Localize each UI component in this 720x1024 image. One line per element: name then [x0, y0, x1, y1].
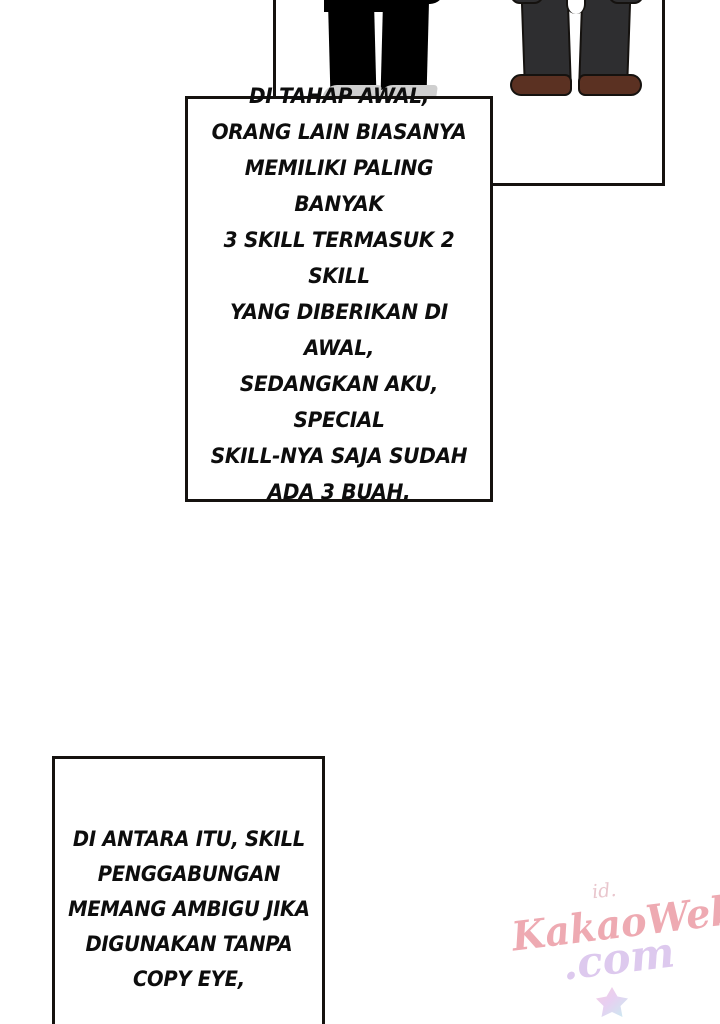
caption-box-1: DI TAHAP AWAL, ORANG LAIN BIASANYA MEMIL…: [185, 84, 493, 505]
left-figure-leg-right: [380, 0, 430, 90]
watermark-brand: KakaoWebtoon: [509, 874, 720, 961]
left-figure-leg-left: [327, 0, 377, 90]
caption-box-2: DI ANTARA ITU, SKILL PENGGABUNGAN MEMANG…: [52, 756, 325, 1024]
character-right-figure: [502, 0, 652, 118]
character-left-figure: [296, 0, 456, 115]
watermark-prefix: id.: [590, 878, 618, 904]
watermark: id. KakaoWebtoon .com: [494, 872, 720, 1024]
caption-text-2: DI ANTARA ITU, SKILL PENGGABUNGAN MEMANG…: [67, 826, 310, 991]
right-figure-shoe-right: [578, 74, 642, 96]
star-icon: [594, 984, 630, 1020]
watermark-suffix: .com: [559, 927, 678, 990]
caption-text-1: DI TAHAP AWAL, ORANG LAIN BIASANYA MEMIL…: [210, 84, 468, 505]
right-figure-inseam: [566, 0, 586, 14]
left-figure-coat-tail-right: [420, 0, 444, 4]
right-figure-shoe-left: [510, 74, 572, 96]
